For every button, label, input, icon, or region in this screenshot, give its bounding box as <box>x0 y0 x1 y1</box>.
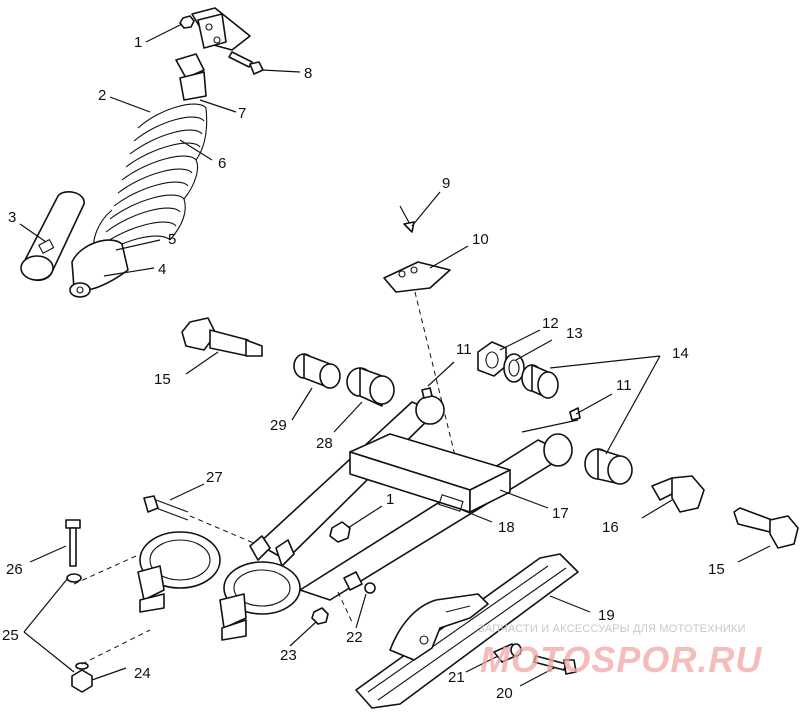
bushing-29 <box>293 353 341 389</box>
callout-20: 20 <box>496 685 513 702</box>
bolt-20 <box>533 655 577 675</box>
bushing-14-upper <box>521 364 559 399</box>
callout-14: 14 <box>672 345 689 362</box>
callout-13: 13 <box>566 325 583 342</box>
callout-5: 5 <box>168 231 176 248</box>
callout-28: 28 <box>316 435 333 452</box>
guide-line-left-lower <box>81 629 151 665</box>
callout-16: 16 <box>602 519 619 536</box>
callout-21: 21 <box>448 669 465 686</box>
nut-11-lower <box>569 407 581 421</box>
callout-25: 25 <box>2 627 19 644</box>
callout-3: 3 <box>8 209 16 226</box>
callout-24: 24 <box>134 665 151 682</box>
washer-13 <box>503 353 525 383</box>
callout-17: 17 <box>552 505 569 522</box>
shock-body <box>69 239 129 298</box>
bolt-26 <box>65 519 82 583</box>
callout-11-lower: 11 <box>616 377 632 394</box>
bolt-8 <box>228 51 264 75</box>
plate-10 <box>383 261 451 293</box>
leader-lines <box>19 23 771 687</box>
nut-1-lower <box>329 521 351 543</box>
nut-1 <box>179 15 195 29</box>
callout-1-top: 1 <box>134 34 142 51</box>
callout-22: 22 <box>346 629 363 646</box>
swing-arm-17 <box>137 395 573 641</box>
callout-29: 29 <box>270 417 287 434</box>
pivot-shaft-16 <box>651 475 705 513</box>
guide-line-plate <box>414 291 459 469</box>
callout-15-right: 15 <box>708 561 725 578</box>
callout-26: 26 <box>6 561 23 578</box>
shock-top-eyelet <box>175 53 207 101</box>
pivot-bolt-15-left <box>181 317 263 357</box>
callout-4: 4 <box>158 261 166 278</box>
callout-18: 18 <box>498 519 515 536</box>
callout-2: 2 <box>98 87 106 104</box>
nut-12 <box>477 341 507 377</box>
reservoir-3 <box>20 191 85 282</box>
watermark-tagline: ЗАПЧАСТИ И АКСЕССУАРЫ ДЛЯ МОТОТЕХНИКИ <box>478 623 746 635</box>
bolt-27 <box>143 495 257 545</box>
pin-21 <box>493 643 522 663</box>
nut-11-upper <box>421 387 433 399</box>
callout-19: 19 <box>598 607 615 624</box>
bracket-22 <box>337 571 376 623</box>
callout-11-upper: 11 <box>456 341 472 358</box>
callout-9: 9 <box>442 175 450 192</box>
watermark: ЗАПЧАСТИ И АКСЕССУАРЫ ДЛЯ МОТОТЕХНИКИ MO… <box>478 623 762 680</box>
callout-27: 27 <box>206 469 223 486</box>
callout-7: 7 <box>238 105 246 122</box>
watermark-logo: MOTOSPOR.RU <box>480 639 762 680</box>
rivet-9 <box>399 205 415 233</box>
callout-23: 23 <box>280 647 297 664</box>
pivot-bolt-15-right <box>733 507 799 549</box>
callout-10: 10 <box>472 231 489 248</box>
callout-15-left: 15 <box>154 371 171 388</box>
bushing-28 <box>346 367 395 407</box>
nut-24 <box>71 662 93 693</box>
slide-rail-19 <box>355 553 579 709</box>
callout-labels: 1 2 3 4 5 6 7 8 9 10 11 12 13 14 15 29 2… <box>2 34 725 702</box>
callout-6: 6 <box>218 155 226 172</box>
callout-12: 12 <box>542 315 559 332</box>
callout-8: 8 <box>304 65 312 82</box>
upper-mount-bracket <box>191 7 251 51</box>
coil-spring <box>92 103 208 263</box>
callout-1-lower: 1 <box>386 491 394 508</box>
guide-line-left-upper <box>73 555 137 585</box>
bushing-14-lower <box>584 448 633 485</box>
nut-23 <box>311 607 329 625</box>
